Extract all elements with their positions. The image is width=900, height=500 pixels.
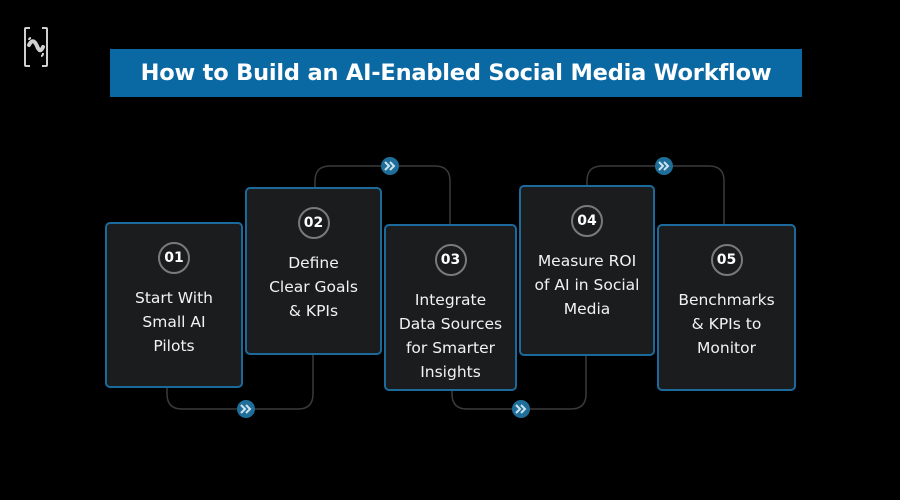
step-label: Start With Small AI Pilots bbox=[135, 289, 213, 355]
step-label: Integrate Data Sources for Smarter Insig… bbox=[398, 291, 503, 381]
step-card-01: 01 Start With Small AI Pilots bbox=[105, 222, 243, 388]
step-card-03: 03 Integrate Data Sources for Smarter In… bbox=[384, 224, 517, 391]
step-number-badge: 04 bbox=[571, 205, 603, 237]
step-number-badge: 05 bbox=[710, 244, 743, 276]
step-number-badge: 03 bbox=[434, 244, 467, 276]
step-label: Benchmarks & KPIs to Monitor bbox=[678, 291, 775, 357]
step-card-05: 05 Benchmarks & KPIs to Monitor bbox=[657, 224, 796, 391]
step-card-04: 04 Measure ROI of AI in Social Media bbox=[519, 185, 655, 356]
step-number-badge: 01 bbox=[158, 242, 190, 274]
page-title: How to Build an AI-Enabled Social Media … bbox=[140, 60, 772, 86]
double-chevron-right-icon bbox=[512, 400, 530, 418]
brand-logo-icon bbox=[24, 27, 48, 67]
step-card-02: 02 Define Clear Goals & KPIs bbox=[245, 187, 382, 355]
step-number-badge: 02 bbox=[297, 207, 330, 239]
step-label: Measure ROI of AI in Social Media bbox=[534, 252, 640, 318]
double-chevron-right-icon bbox=[381, 157, 399, 175]
double-chevron-right-icon bbox=[655, 157, 673, 175]
title-banner: How to Build an AI-Enabled Social Media … bbox=[110, 49, 802, 97]
step-label: Define Clear Goals & KPIs bbox=[269, 254, 358, 320]
double-chevron-right-icon bbox=[237, 400, 255, 418]
